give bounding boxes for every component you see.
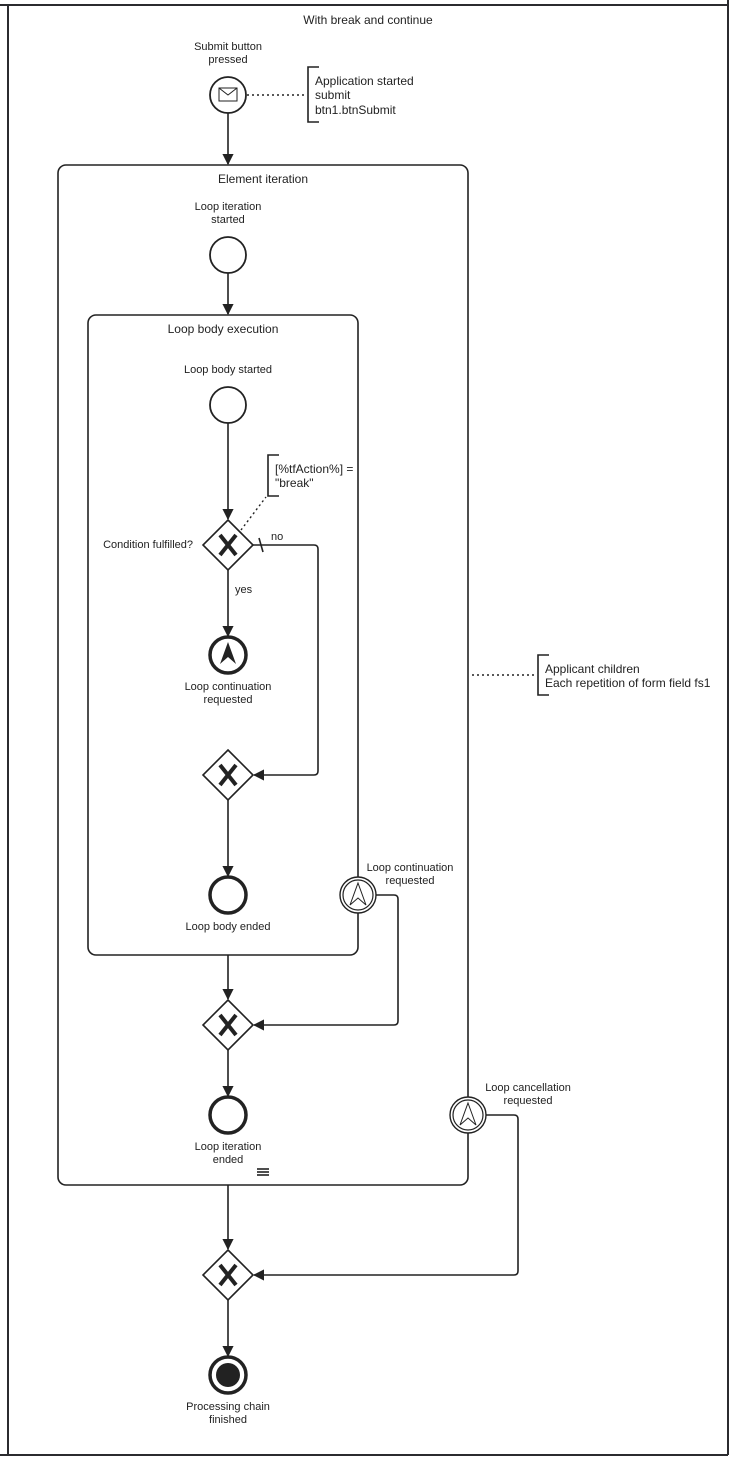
association-condition bbox=[240, 496, 267, 531]
default-flow-marker bbox=[258, 537, 264, 553]
annotation-submit[interactable]: Application started submit btn1.btnSubmi… bbox=[307, 66, 414, 123]
exclusive-x-icon bbox=[218, 1013, 238, 1037]
event-label: started bbox=[211, 214, 245, 226]
event-label: Loop continuation bbox=[367, 862, 454, 874]
event-loop-body-ended[interactable]: Loop body ended bbox=[185, 875, 271, 933]
exclusive-x-icon bbox=[218, 533, 238, 557]
escalation-icon bbox=[459, 1101, 477, 1126]
event-loop-continuation-boundary[interactable]: Loop continuation requested bbox=[339, 862, 454, 914]
annotation-submit-line: btn1.btnSubmit bbox=[315, 103, 396, 117]
event-label: Processing chain bbox=[186, 1401, 270, 1413]
annotation-iteration-line: Applicant children bbox=[545, 662, 640, 676]
event-label: requested bbox=[204, 694, 253, 706]
escalation-icon bbox=[349, 881, 367, 906]
event-label: Loop iteration bbox=[195, 201, 262, 213]
event-label: finished bbox=[209, 1414, 247, 1426]
event-submit-button-pressed[interactable]: Submit button pressed bbox=[194, 41, 262, 114]
event-loop-cancellation-boundary[interactable]: Loop cancellation requested bbox=[449, 1082, 571, 1134]
exclusive-x-icon bbox=[218, 1263, 238, 1287]
gateway-merge-final[interactable] bbox=[201, 1248, 255, 1302]
terminate-icon bbox=[216, 1363, 240, 1387]
subprocess-element-iteration[interactable]: Element iteration bbox=[57, 164, 469, 1186]
event-loop-body-started[interactable]: Loop body started bbox=[184, 364, 272, 424]
event-label: requested bbox=[504, 1095, 553, 1107]
annotation-submit-line: submit bbox=[315, 88, 351, 102]
annotation-condition-line: "break" bbox=[275, 476, 314, 490]
annotation-iteration-line: Each repetition of form field fs1 bbox=[545, 676, 711, 690]
event-loop-iteration-started[interactable]: Loop iteration started bbox=[195, 201, 262, 274]
envelope-icon bbox=[218, 87, 238, 102]
event-label: Loop cancellation bbox=[485, 1082, 571, 1094]
gateway-merge-iteration[interactable] bbox=[201, 998, 255, 1052]
event-label: Loop iteration bbox=[195, 1141, 262, 1153]
event-loop-iteration-ended[interactable]: Loop iteration ended bbox=[195, 1095, 262, 1166]
sequence-flows bbox=[222, 113, 519, 1358]
flow-condition-no[interactable] bbox=[252, 544, 319, 781]
flow-label-no: no bbox=[271, 531, 283, 543]
gateway-condition[interactable] bbox=[201, 518, 255, 572]
escalation-icon bbox=[220, 642, 236, 664]
exclusive-x-icon bbox=[218, 763, 238, 787]
subprocess-loop-body-label: Loop body execution bbox=[168, 322, 279, 336]
gateway-merge-continue[interactable] bbox=[201, 748, 255, 802]
sequential-multi-instance-icon bbox=[257, 1168, 269, 1176]
annotation-submit-line: Application started bbox=[315, 74, 414, 88]
event-label: Loop body ended bbox=[185, 921, 270, 933]
event-loop-continuation-requested-end[interactable]: Loop continuation requested bbox=[185, 635, 272, 706]
event-processing-chain-finished[interactable]: Processing chain finished bbox=[186, 1355, 270, 1426]
subprocess-element-iteration-label: Element iteration bbox=[218, 172, 308, 186]
event-label: ended bbox=[213, 1154, 244, 1166]
event-label: pressed bbox=[208, 54, 247, 66]
flow-continuation-boundary[interactable] bbox=[252, 894, 399, 1031]
event-label: requested bbox=[386, 875, 435, 887]
flow-label-yes: yes bbox=[235, 584, 253, 596]
event-label: Loop body started bbox=[184, 364, 272, 376]
flow-cancellation-boundary[interactable] bbox=[252, 1114, 519, 1281]
associations bbox=[240, 94, 536, 676]
event-label: Loop continuation bbox=[185, 681, 272, 693]
diagram-title: With break and continue bbox=[303, 13, 433, 27]
gateway-condition-label: Condition fulfilled? bbox=[103, 539, 193, 551]
annotation-condition[interactable]: [%tfAction%] = "break" bbox=[267, 454, 353, 497]
annotation-condition-line: [%tfAction%] = bbox=[275, 462, 353, 476]
annotation-iteration[interactable]: Applicant children Each repetition of fo… bbox=[537, 654, 711, 696]
event-label: Submit button bbox=[194, 41, 262, 53]
